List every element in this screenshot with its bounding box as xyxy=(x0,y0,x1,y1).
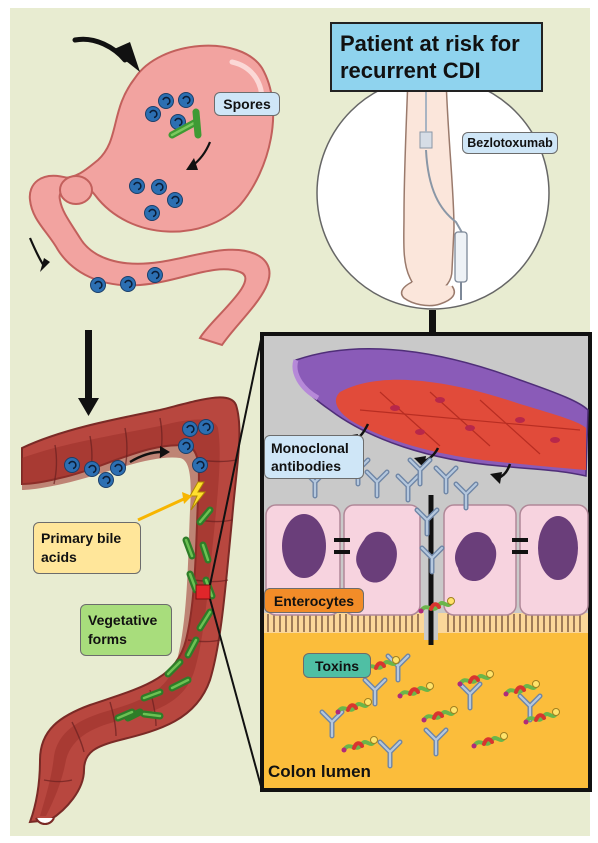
enterocytes-label: Enterocytes xyxy=(264,588,364,613)
vegetative-cell xyxy=(196,112,198,135)
zoom-marker xyxy=(196,585,210,599)
bezlotoxumab-label: Bezlotoxumab xyxy=(462,132,558,154)
primary-bile-acids-label: Primary bile acids xyxy=(33,522,141,574)
title-box: Patient at risk for recurrent CDI xyxy=(330,22,543,92)
vegetative-forms-label: Vegetative forms xyxy=(80,604,172,656)
toxins-label: Toxins xyxy=(303,653,371,678)
spores-label: Spores xyxy=(214,92,280,116)
colon-lumen-label: Colon lumen xyxy=(268,762,371,782)
monoclonal-antibodies-label: Monoclonal antibodies xyxy=(264,435,364,479)
